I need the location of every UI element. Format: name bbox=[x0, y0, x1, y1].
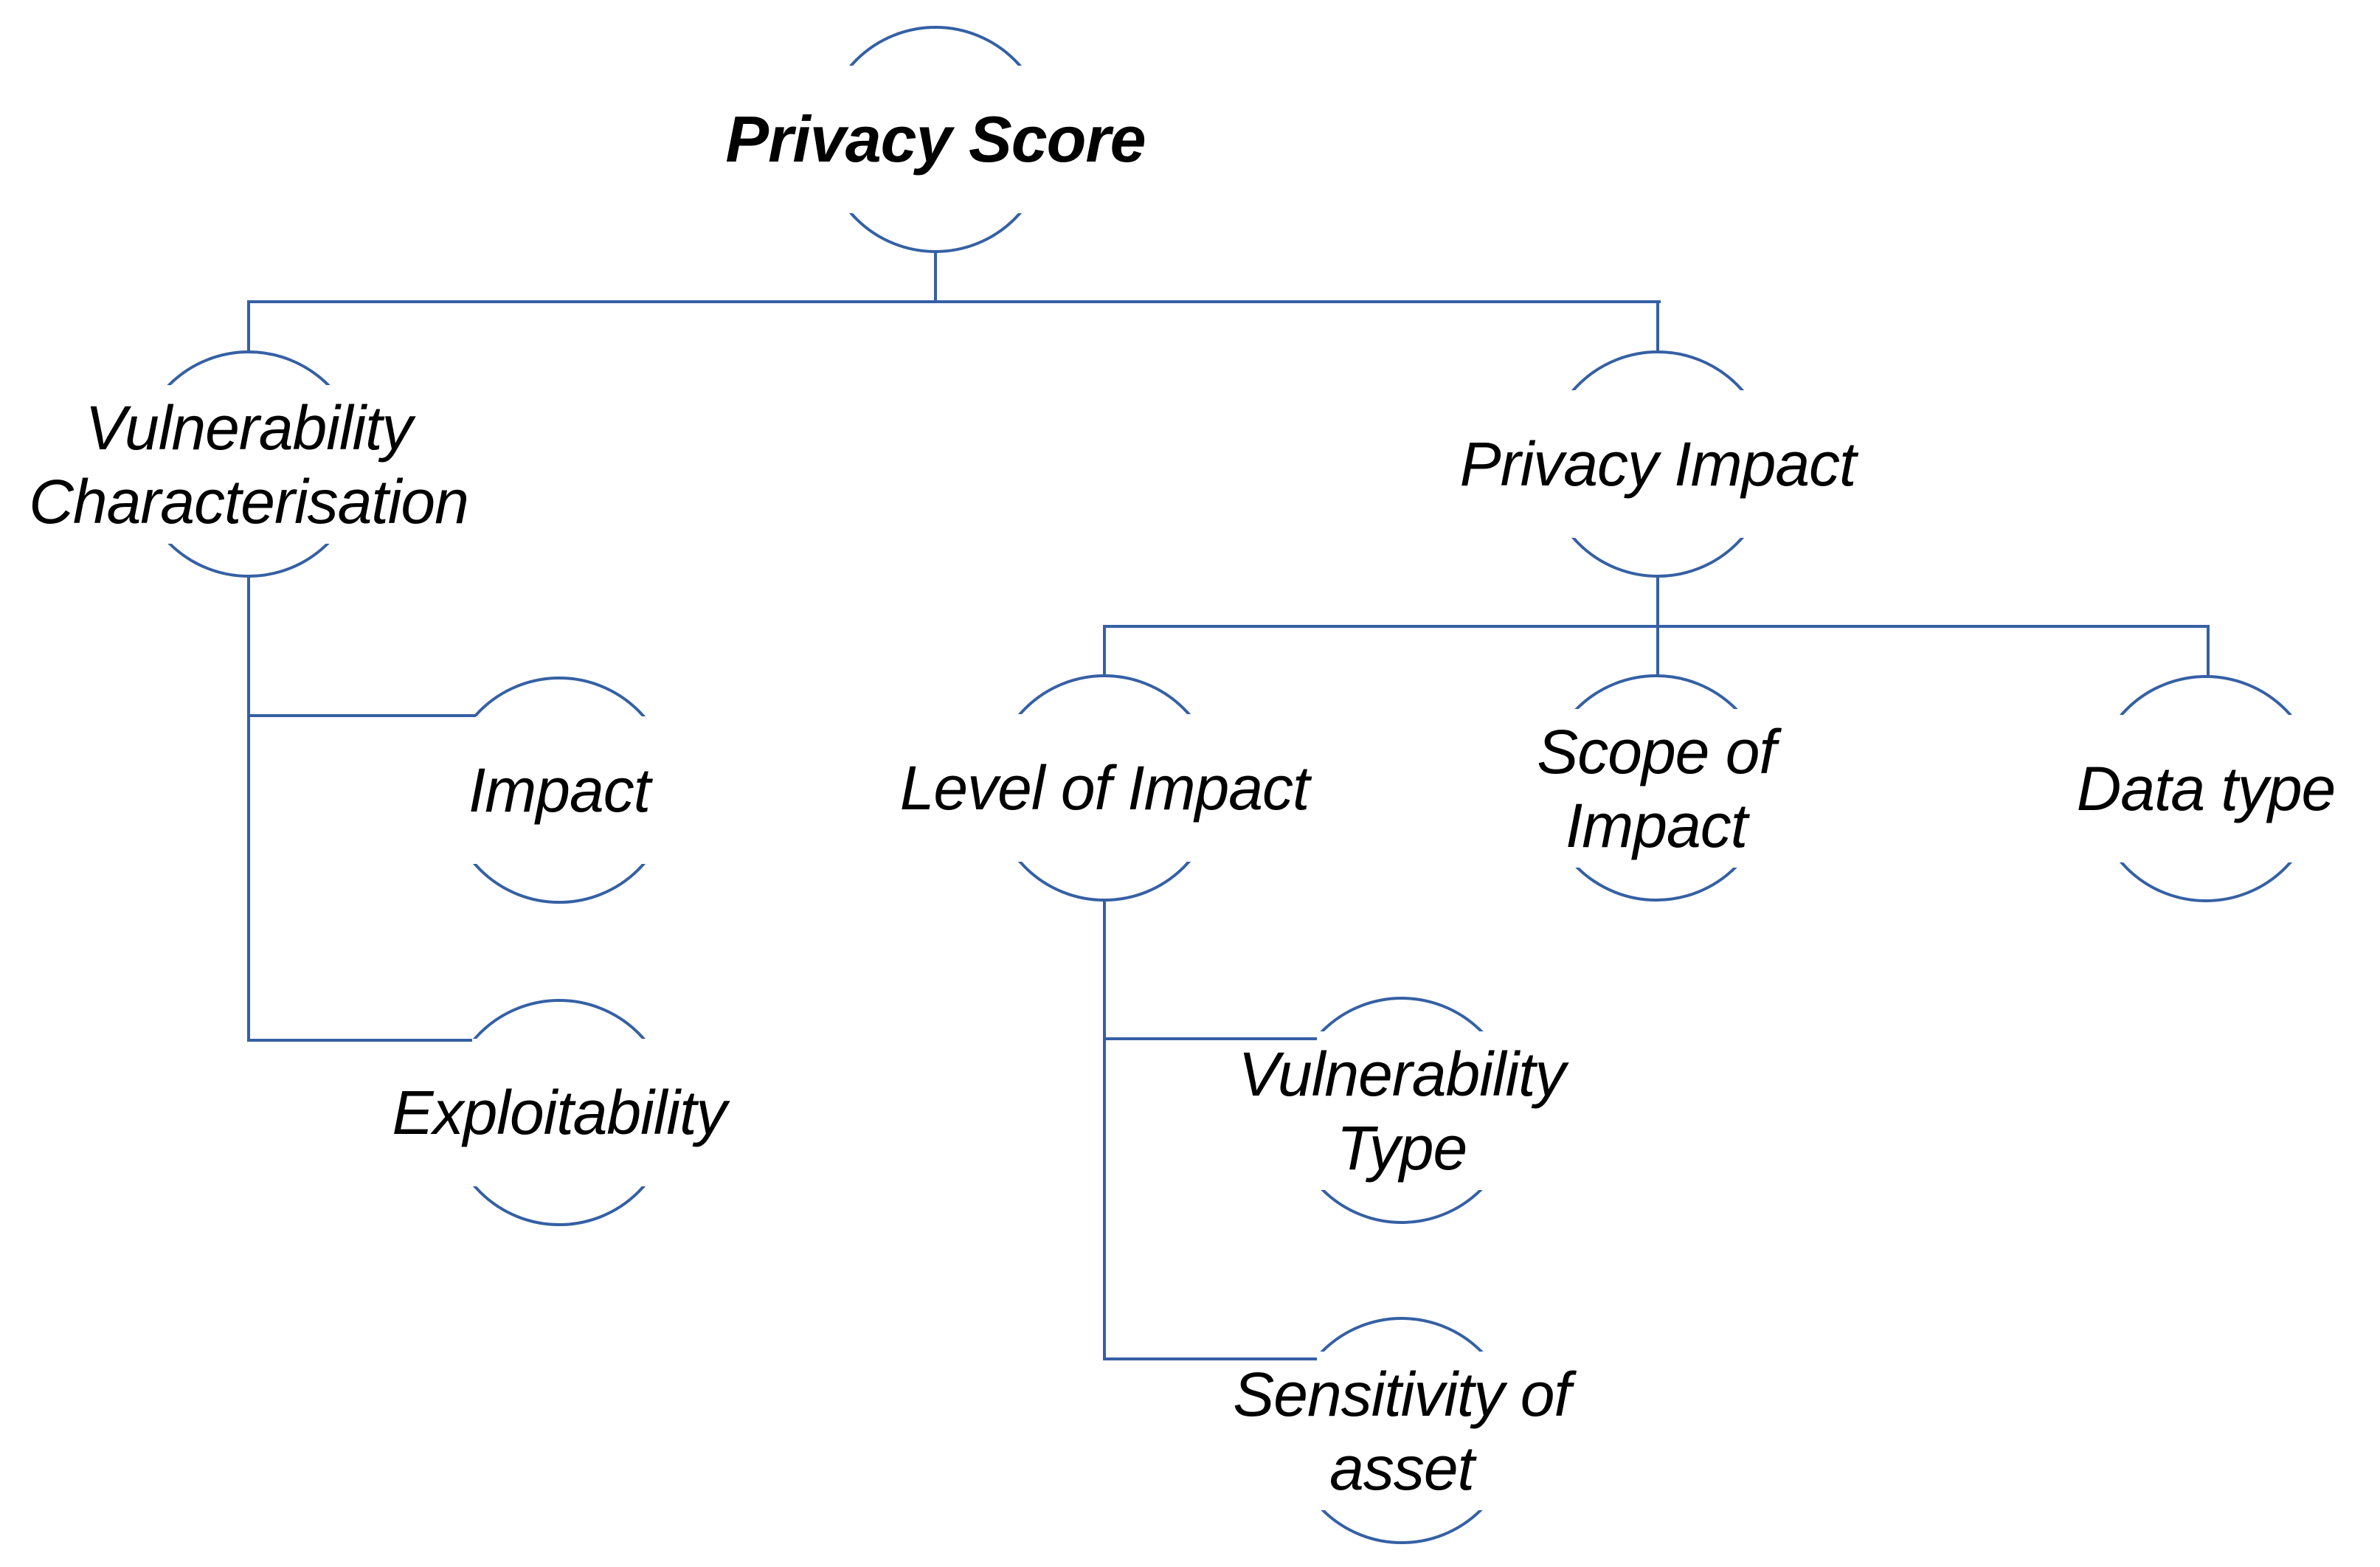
node-label: Data type bbox=[2076, 754, 2336, 823]
edge-to-impact bbox=[247, 714, 476, 717]
node-label-line: Vulnerability bbox=[85, 392, 412, 463]
node-label-line: Characterisation bbox=[29, 466, 469, 536]
node-label-line: asset bbox=[1329, 1433, 1475, 1503]
node-label-line: Sensitivity of bbox=[1233, 1359, 1571, 1429]
node-label-line: Scope of bbox=[1537, 716, 1777, 786]
node-label: Exploitability bbox=[392, 1078, 727, 1147]
node-label-line: Impact bbox=[1565, 790, 1748, 860]
node-label: Privacy Score bbox=[725, 103, 1146, 176]
edge-to-privacy-impact bbox=[1656, 302, 1659, 353]
edge-to-sensitivity-of-asset bbox=[1103, 1357, 1317, 1360]
edge-to-level-of-impact bbox=[1103, 626, 1106, 677]
edge-to-vulnerability-type bbox=[1103, 1037, 1317, 1040]
node-level-of-impact: Level of Impact bbox=[876, 714, 1333, 862]
node-privacy-impact: Privacy Impact bbox=[1436, 390, 1879, 538]
node-label: Privacy Impact bbox=[1459, 429, 1857, 499]
node-impact: Impact bbox=[441, 716, 677, 864]
edge-to-exploitability bbox=[247, 1039, 472, 1042]
edge-loi-trunk bbox=[1103, 899, 1106, 1360]
node-vulnerability-characterisation: Vulnerability Characterisation bbox=[5, 385, 492, 544]
node-label: Impact bbox=[468, 755, 651, 825]
node-label-line: Type bbox=[1336, 1113, 1468, 1183]
node-label: Level of Impact bbox=[899, 753, 1310, 823]
node-privacy-score: Privacy Score bbox=[707, 66, 1164, 213]
edge-vc-trunk bbox=[247, 575, 250, 1042]
node-label-line: Vulnerability bbox=[1238, 1039, 1566, 1109]
edge-privacy-score-stem bbox=[934, 253, 937, 303]
node-data-type: Data type bbox=[2058, 715, 2353, 862]
edge-to-vulnerability-characterisation bbox=[247, 302, 250, 353]
edge-to-scope-of-impact bbox=[1656, 626, 1659, 677]
edge-privacy-impact-stem bbox=[1656, 576, 1659, 628]
node-scope-of-impact: Scope of Impact bbox=[1509, 709, 1804, 868]
node-exploitability: Exploitability bbox=[367, 1039, 751, 1186]
edge-level1-rail bbox=[247, 300, 1661, 303]
edge-to-data-type bbox=[2207, 626, 2210, 676]
node-vulnerability-type: Vulnerability Type bbox=[1217, 1031, 1586, 1190]
node-sensitivity-of-asset: Sensitivity of asset bbox=[1210, 1352, 1594, 1510]
